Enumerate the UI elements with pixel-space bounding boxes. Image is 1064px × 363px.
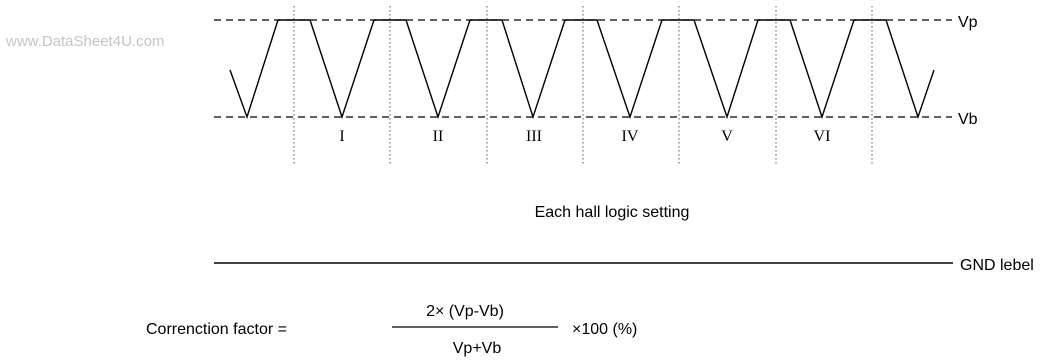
section-label-1: I [339,128,344,145]
watermark-text: www.DataSheet4U.com [5,33,164,50]
section-label-3: III [526,128,542,145]
section-label-4: IV [622,128,639,145]
vp-label: Vp [958,14,978,31]
formula-multiplier: ×100 (%) [572,321,637,338]
hall-waveform [229,19,935,120]
formula-numerator: 2× (Vp-Vb) [426,303,504,320]
section-label-5: V [721,128,733,145]
section-label-2: II [433,128,444,145]
formula-denominator: Vp+Vb [453,340,502,357]
caption-text: Each hall logic setting [535,204,690,221]
formula-label: Correnction factor = [146,321,287,338]
section-separators [293,6,873,164]
section-label-6: VI [814,128,831,145]
vb-label: Vb [958,111,978,128]
gnd-label: GND lebel [960,257,1034,274]
